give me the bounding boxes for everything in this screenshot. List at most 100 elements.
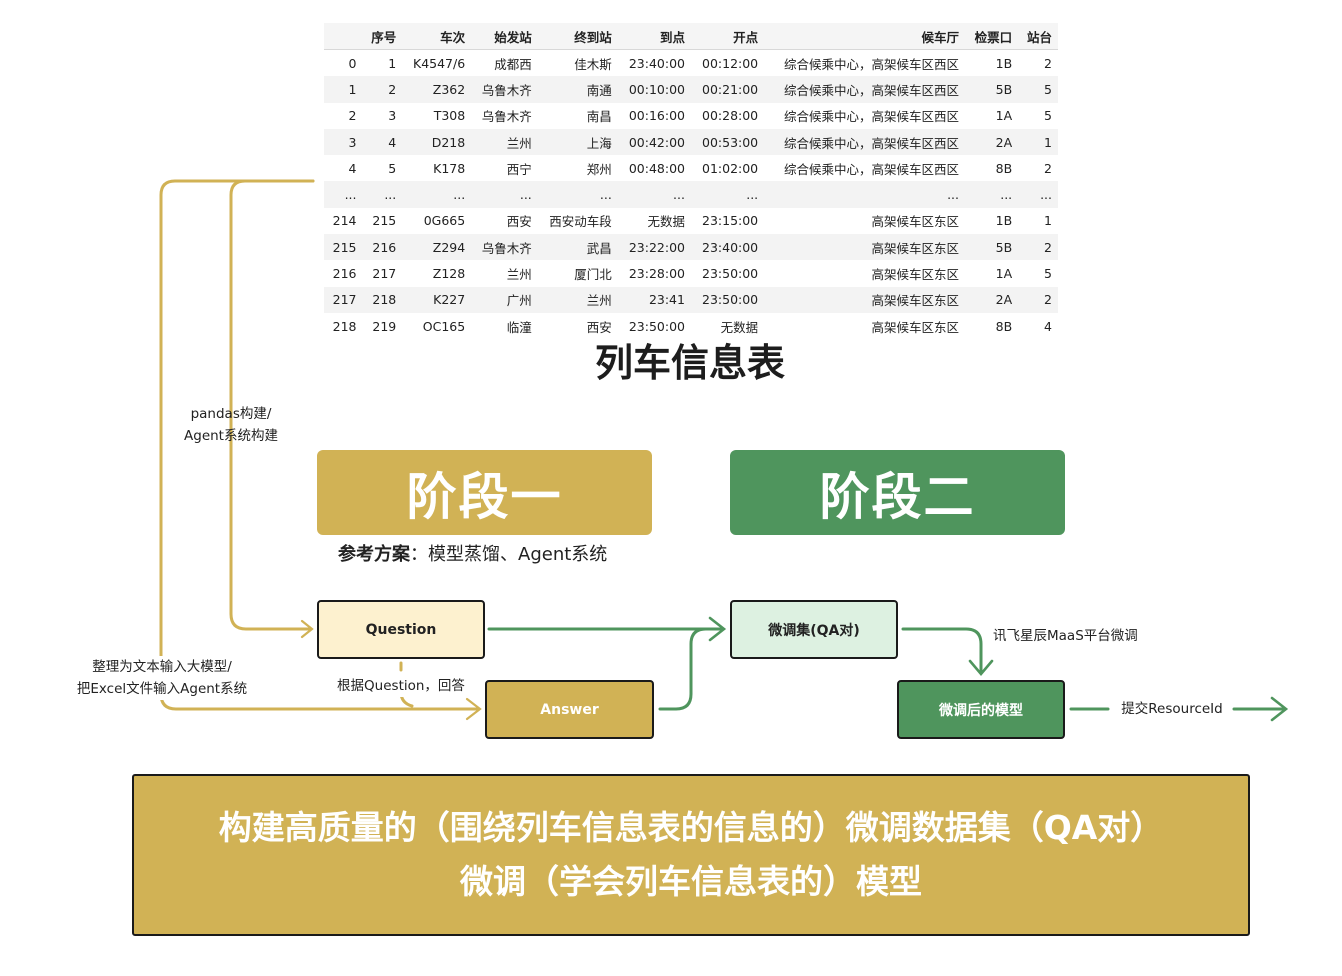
table-cell: ...	[964, 181, 1019, 208]
table-cell: 1A	[995, 108, 1013, 124]
table-cell: 23:40:00	[628, 55, 685, 71]
pandas-build-label-line2: Agent系统构建	[184, 428, 278, 444]
table-cell: 2	[348, 108, 357, 124]
table-cell: 1B	[995, 213, 1013, 229]
reference-plan: 参考方案：模型蒸馏、Agent系统	[338, 540, 607, 566]
text-input-label: 整理为文本输入大模型/ 把Excel文件输入Agent系统	[62, 656, 262, 700]
table-cell: 1B	[995, 55, 1013, 71]
table-cell: 23:15:00	[702, 213, 759, 229]
table-cell: 成都西	[494, 56, 532, 72]
col-header: 检票口	[964, 23, 1019, 50]
summary-banner-line2: 微调（学会列车信息表的）模型	[460, 862, 922, 901]
table-cell: ...	[471, 181, 538, 208]
table-cell: 兰州	[471, 128, 538, 156]
table-cell: 西安	[586, 319, 612, 335]
table-cell: 00:42:00	[617, 128, 691, 156]
table-cell: 广州	[471, 286, 538, 313]
arrowhead-question	[300, 619, 314, 639]
table-cell: ...	[1018, 181, 1058, 208]
table-cell: 23:41	[617, 286, 691, 313]
table-cell: 5	[1044, 266, 1052, 282]
col-header: 候车厅	[764, 23, 965, 50]
table-cell: 8B	[995, 318, 1013, 334]
pandas-build-label: pandas构建/ Agent系统构建	[170, 403, 292, 447]
table-cell: 3	[324, 128, 363, 156]
summary-banner-line1: 构建高质量的（围绕列车信息表的信息的）微调数据集（QA对）	[218, 808, 1164, 847]
table-cell: 00:53:00	[690, 128, 765, 156]
table-cell: ...	[537, 181, 618, 208]
table-cell: 1	[388, 55, 397, 71]
table-cell: 南昌	[586, 109, 612, 125]
table-cell: 4	[362, 128, 403, 156]
table-cell: 5	[1018, 76, 1058, 103]
table-cell: 217	[324, 286, 363, 313]
table-cell: 2	[362, 76, 403, 103]
table-cell: K178	[433, 160, 466, 176]
table-cell: D218	[402, 128, 472, 156]
table-cell: 23:50:00	[702, 266, 759, 282]
summary-banner: 构建高质量的（围绕列车信息表的信息的）微调数据集（QA对） 微调（学会列车信息表…	[132, 774, 1250, 936]
table-cell: 1	[1018, 128, 1058, 156]
table-cell: 5B	[964, 76, 1019, 103]
table-cell: Z128	[432, 266, 466, 282]
table-cell: 综合候乘中心，高架候车区西区	[764, 76, 965, 103]
table-cell: 乌鲁木齐	[471, 76, 538, 103]
table-cell: 综合候乘中心，高架候车区西区	[764, 128, 965, 156]
table-cell: ...	[324, 181, 363, 208]
table-title: 列车信息表	[594, 341, 785, 385]
table-cell: 00:21:00	[690, 76, 765, 103]
arrow-qa-to-tuned	[901, 627, 983, 674]
table-cell: 215	[372, 213, 397, 229]
col-header: 站台	[1018, 23, 1058, 50]
table-cell: 武昌	[537, 234, 618, 261]
arrowhead-answer	[465, 697, 482, 721]
pandas-build-label-line1: pandas构建/	[190, 406, 272, 422]
qa-dataset-node: 微调集(QA对)	[730, 600, 898, 659]
table-cell: 5	[388, 160, 397, 176]
table-cell: 00:28:00	[702, 108, 759, 124]
answer-node: Answer	[485, 680, 654, 739]
table-cell: 高架候车区东区	[764, 234, 965, 261]
table-cell: ...	[617, 181, 691, 208]
table-cell: 厦门北	[574, 267, 612, 283]
table-cell: 临潼	[506, 319, 532, 335]
table-cell: 218	[332, 318, 357, 334]
reference-plan-text: ：模型蒸馏、Agent系统	[410, 544, 608, 565]
table-cell: 高架候车区东区	[871, 267, 959, 283]
table-cell: 5	[1044, 108, 1052, 124]
table-cell: 高架候车区东区	[871, 319, 959, 335]
arrow-table-to-answer	[159, 179, 479, 711]
table-cell: 23:40:00	[690, 234, 765, 261]
table-cell: 2	[1018, 234, 1058, 261]
table-cell: 南通	[537, 76, 618, 103]
table-cell: OC165	[422, 318, 466, 334]
table-cell: 西宁	[506, 161, 532, 177]
table-cell: ...	[362, 181, 403, 208]
question-node: Question	[317, 600, 485, 659]
table-cell: K227	[402, 286, 472, 313]
table-row: ..............................	[324, 181, 1058, 208]
table-cell: 郑州	[586, 161, 612, 177]
table-cell: ...	[690, 181, 765, 208]
finetune-platform-label: 讯飞星辰MaaS平台微调	[993, 628, 1138, 644]
col-header	[324, 23, 363, 50]
table-cell: 综合候乘中心，高架候车区西区	[783, 56, 959, 72]
submit-resource-label: 提交ResourceId	[1121, 701, 1223, 717]
answer-by-question-label: 根据Question，回答	[328, 675, 474, 697]
table-cell: 2	[1018, 286, 1058, 313]
arrowhead-submit	[1270, 696, 1289, 722]
table-cell: 西安动车段	[549, 214, 612, 230]
table-cell: 00:48:00	[628, 160, 685, 176]
table-cell: 0G665	[423, 213, 466, 229]
table-cell: 214	[332, 213, 357, 229]
table-cell: 1	[1044, 213, 1052, 229]
table-cell: 1	[324, 76, 363, 103]
table-cell: 兰州	[506, 267, 532, 283]
